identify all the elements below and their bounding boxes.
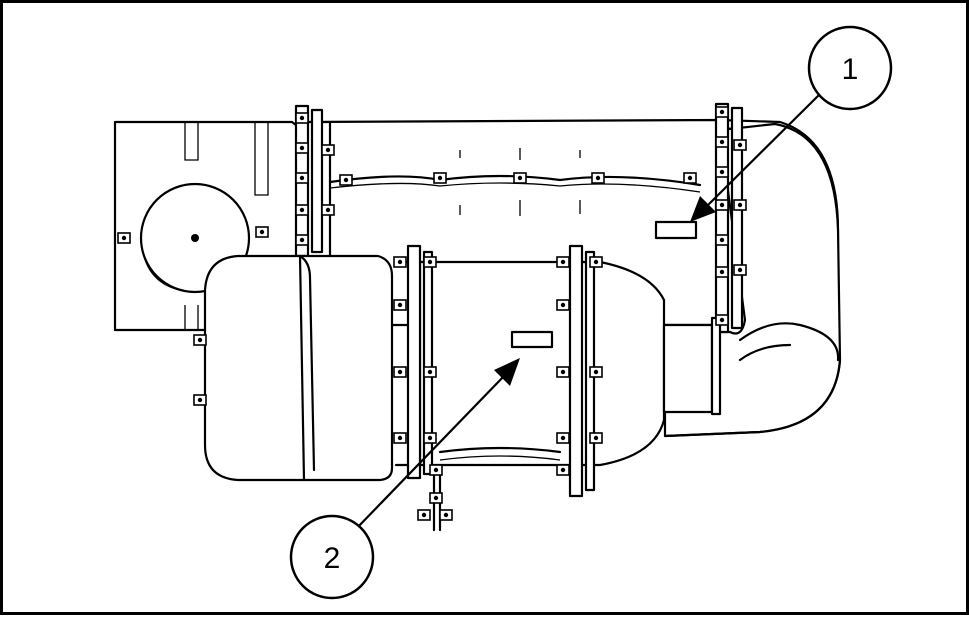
bolt-center: [560, 259, 566, 265]
bolt-center: [397, 369, 403, 375]
bolt-center: [427, 435, 433, 441]
bolt-center: [517, 175, 523, 181]
callout-2-label: 2: [324, 542, 341, 575]
bolt-center: [299, 115, 305, 121]
bolt-center: [397, 259, 403, 265]
bolt-center: [719, 139, 725, 145]
callout-2: 2: [289, 514, 375, 600]
bolt-center: [343, 177, 349, 183]
bolt-center: [443, 512, 449, 518]
label-plate-2: [510, 330, 554, 349]
outlet-sleeve: [662, 323, 714, 414]
leader-2: [353, 358, 520, 532]
bolt-center: [259, 229, 265, 235]
bolt-center: [593, 369, 599, 375]
callout-1-label: 1: [842, 53, 859, 86]
canister-inlet-cap: [203, 254, 394, 482]
bolt-center: [595, 175, 601, 181]
callout-1: 1: [807, 25, 893, 111]
bolt-center: [560, 467, 566, 473]
bolt-center: [737, 267, 743, 273]
bolt-center: [593, 435, 599, 441]
bolt-center: [719, 169, 725, 175]
label-plate-1: [654, 220, 698, 240]
bolt-center: [719, 237, 725, 243]
canister-flange-left: [406, 244, 422, 480]
bolt-center: [421, 512, 427, 518]
bolt-center: [197, 337, 203, 343]
bolt-center: [737, 202, 743, 208]
bolt-center: [737, 142, 743, 148]
bolt-center: [560, 369, 566, 375]
bolt-center: [325, 147, 331, 153]
canister-flange-right: [568, 244, 584, 498]
bolt-center: [299, 145, 305, 151]
bolt-center: [560, 435, 566, 441]
bolt-center: [121, 235, 127, 241]
canister-body: [418, 260, 666, 467]
bolt-center: [397, 435, 403, 441]
bolt-group: [117, 106, 747, 521]
bolt-center: [719, 317, 725, 323]
bolt-center: [197, 397, 203, 403]
bolt-center: [433, 467, 439, 473]
bolt-center: [433, 495, 439, 501]
bolt-center: [593, 259, 599, 265]
leader-1: [690, 90, 824, 222]
bolt-center: [719, 109, 725, 115]
bolt-center: [299, 207, 305, 213]
bolt-center: [560, 302, 566, 308]
bolt-center: [437, 175, 443, 181]
bolt-center: [719, 269, 725, 275]
bolt-center: [325, 207, 331, 213]
bolt-center: [687, 175, 693, 181]
bolt-center: [299, 237, 305, 243]
clamp-strap: [328, 174, 702, 187]
bolt-center: [397, 302, 403, 308]
bolt-center: [427, 369, 433, 375]
bolt-center: [719, 202, 725, 208]
bolt-center: [299, 175, 305, 181]
front-canister: [203, 244, 722, 532]
bolt-center: [427, 259, 433, 265]
